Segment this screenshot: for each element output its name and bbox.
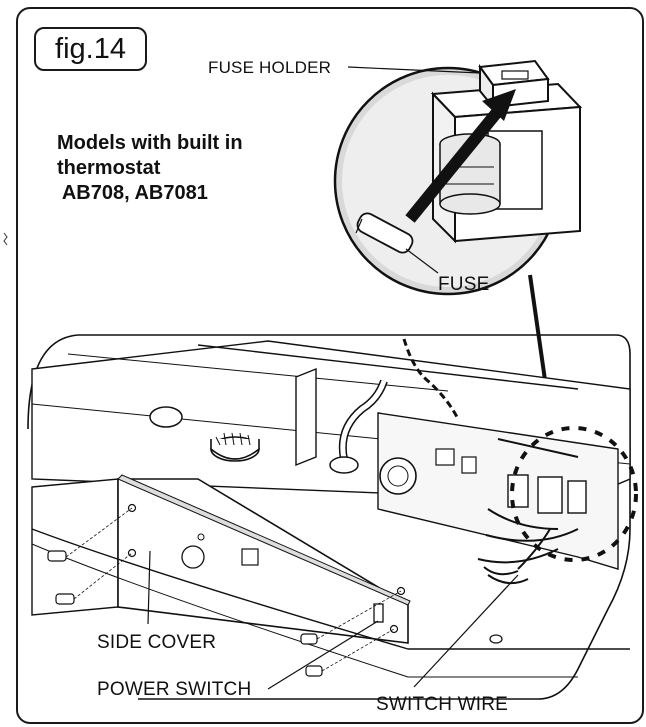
detail-marker-circle — [510, 426, 638, 562]
margin-mark-icon — [3, 232, 8, 246]
insert-arrow-icon — [405, 89, 516, 223]
fuse-leader — [405, 248, 439, 274]
figure-number: fig.14 — [55, 32, 126, 65]
diagram-artwork — [27, 59, 638, 700]
magnified-inset — [333, 59, 583, 430]
switch-opening-icon — [241, 548, 259, 566]
transformer-icon — [430, 82, 583, 244]
figure-frame: fig.14 Models with built in thermostat A… — [16, 7, 644, 724]
switch-wire-label: SWITCH WIRE — [376, 694, 509, 715]
power-button-hole-icon — [181, 545, 205, 569]
power-switch-icon — [373, 603, 384, 623]
fuse-label: FUSE — [438, 274, 490, 295]
side-cover-label: SIDE COVER — [97, 632, 217, 653]
fuse-holder-label: FUSE HOLDER — [208, 58, 332, 77]
models-title: Models with built in thermostat AB708, A… — [57, 132, 243, 204]
fuse-holder-leader — [347, 66, 481, 74]
side-cover-leader — [147, 550, 151, 625]
switch-wire-leader — [413, 574, 519, 688]
power-switch-label: POWER SWITCH — [97, 679, 252, 700]
power-switch-leader — [267, 620, 379, 690]
side-cover-panel — [31, 474, 411, 644]
figure-number-badge: fig.14 — [34, 27, 147, 71]
cable-grommet-icon — [329, 379, 388, 474]
thermostat-knob-icon — [210, 432, 260, 462]
screw-icon — [47, 550, 503, 677]
fuse-icon — [355, 212, 414, 254]
heater-unit — [27, 334, 638, 700]
plug-cap-icon — [149, 406, 183, 428]
control-board-icon — [377, 412, 619, 570]
